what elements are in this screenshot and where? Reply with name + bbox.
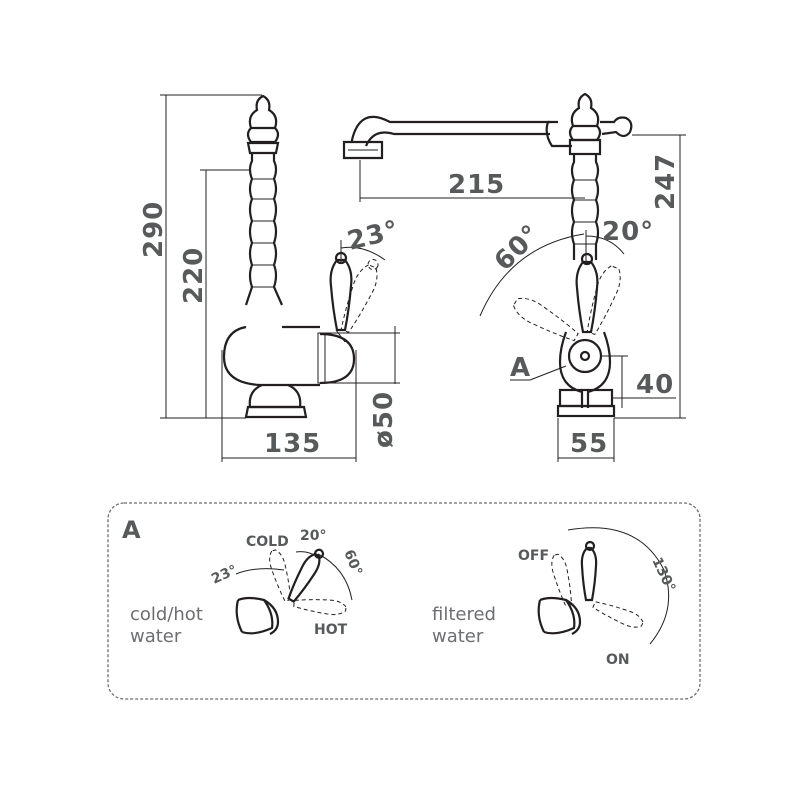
detail-angle-hot: 60° (340, 548, 365, 579)
dim-base-width: 55 (570, 429, 608, 459)
detail-box: A COLD HOT 23° 20° 60° cold/hot (107, 502, 701, 700)
on-label: ON (606, 652, 630, 668)
dim-handle-angle: 23° (344, 215, 402, 257)
detail-angle-cold: 20° (300, 528, 326, 544)
dim-body-width: 135 (264, 429, 321, 459)
dim-body-diameter: ø50 (369, 391, 399, 448)
filtered-title-line2: water (432, 626, 484, 647)
dim-spout-height: 247 (651, 153, 681, 210)
right-dimension-lines (359, 134, 686, 462)
cold-hot-title-line1: cold/hot (130, 604, 203, 625)
hot-label: HOT (314, 622, 348, 638)
detail-cold-hot: COLD HOT 23° 20° 60° cold/hot water (130, 528, 365, 647)
cold-label: COLD (246, 534, 289, 550)
cold-hot-title-line2: water (130, 626, 182, 647)
faucet-front-view (342, 92, 633, 418)
dim-handle-offset: 40 (636, 370, 674, 400)
faucet-side-view (222, 94, 386, 419)
left-dimension-lines (160, 94, 400, 462)
detail-label: A (122, 516, 141, 544)
filtered-angle: 130° (648, 555, 678, 595)
dim-total-height: 290 (139, 201, 169, 258)
detail-filtered: OFF ON 130° filtered water (432, 527, 678, 668)
off-label: OFF (518, 548, 549, 564)
dim-cold-angle: 20° (602, 217, 654, 247)
detail-angle-left: 23° (209, 562, 240, 587)
filtered-title-line1: filtered (432, 604, 496, 625)
dim-hot-angle: 60° (489, 219, 547, 277)
dim-body-height: 220 (179, 247, 209, 304)
dim-spout-reach: 215 (448, 170, 505, 200)
detail-reference-label: A (510, 353, 531, 383)
